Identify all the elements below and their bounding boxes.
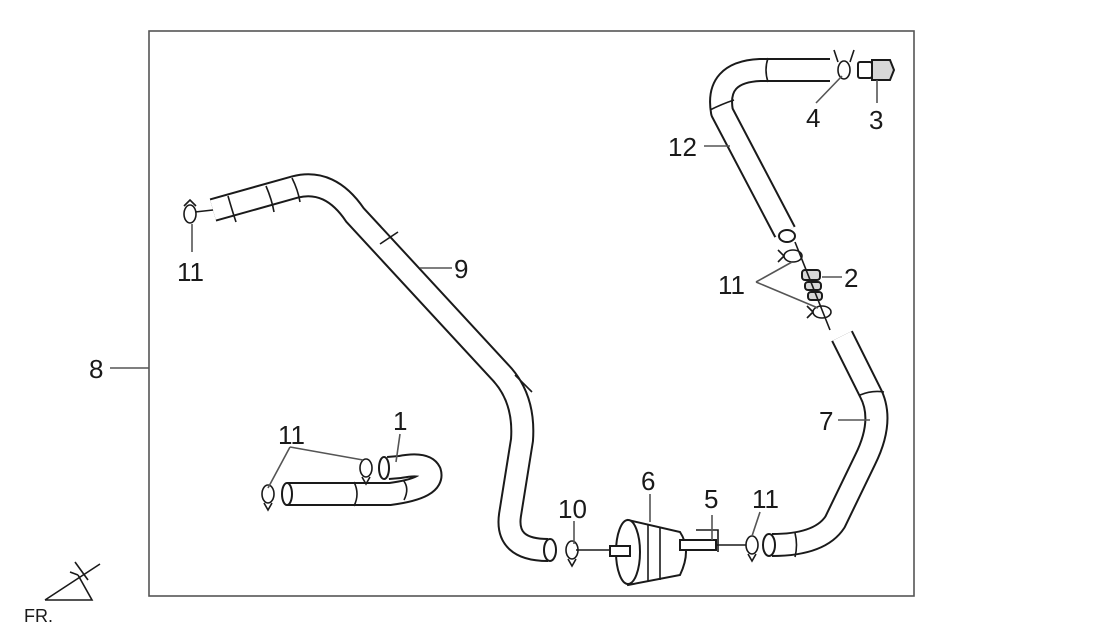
leader-11b	[267, 446, 364, 489]
leader-1	[395, 433, 401, 463]
callout-11-right: 11	[752, 484, 779, 514]
clamp-11-hose1-upper	[359, 458, 373, 486]
callout-5: 5	[704, 484, 718, 514]
leader-11c	[755, 261, 819, 309]
joint-2	[794, 241, 831, 331]
clamp-11-left-top	[183, 198, 197, 224]
leader-4	[815, 75, 843, 104]
hose-1	[281, 453, 443, 507]
front-direction-arrow-icon	[44, 561, 101, 601]
clamp-11-hose1-lower	[261, 484, 275, 512]
callout-11-left-top: 11	[177, 257, 204, 287]
callout-11-hose1: 11	[278, 420, 305, 450]
clamp-11-upper-right-b	[806, 305, 832, 319]
hose-9	[194, 173, 557, 562]
callout-7: 7	[819, 406, 833, 436]
fuel-filter-6	[576, 518, 746, 587]
callout-4: 4	[806, 103, 820, 133]
callout-6: 6	[641, 466, 655, 496]
clip-4	[833, 49, 855, 80]
callout-11-upper-right: 11	[718, 270, 745, 300]
callout-2: 2	[844, 263, 858, 293]
leader-11d	[751, 511, 761, 537]
clamp-11-upper-right-a	[777, 249, 803, 263]
callout-12: 12	[668, 132, 697, 162]
callout-8: 8	[89, 354, 103, 384]
clamp-10	[565, 540, 579, 568]
clamp-11-right	[745, 535, 759, 563]
orientation-label: FR.	[24, 606, 53, 626]
cap-3	[857, 59, 896, 81]
hose-7	[762, 330, 889, 558]
callout-1: 1	[393, 406, 407, 436]
hose-12	[709, 57, 830, 243]
callout-3: 3	[869, 105, 883, 135]
callout-9: 9	[454, 254, 468, 284]
callout-10: 10	[558, 494, 587, 524]
assembly-frame	[148, 30, 915, 597]
